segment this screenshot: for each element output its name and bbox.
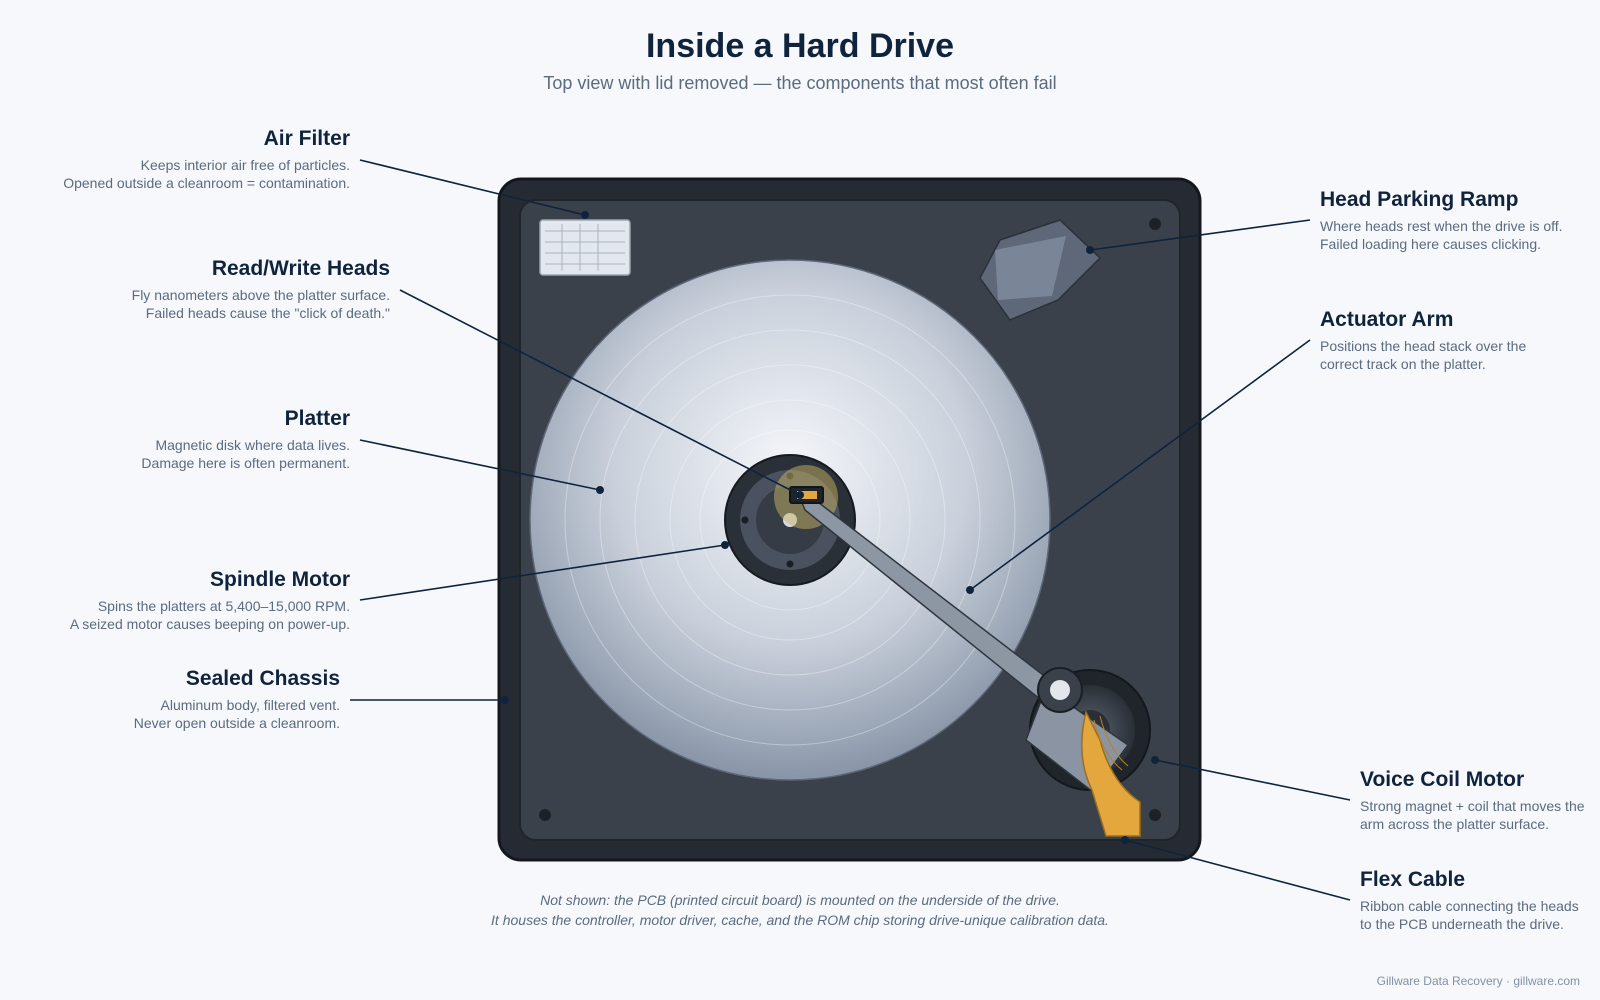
label-head-parking-ramp: Head Parking Ramp Where heads rest when … [1320,187,1600,253]
leader-dot [721,541,729,549]
read-write-head-part [790,487,823,503]
screw-icon [1149,218,1161,230]
component-description: Aluminum body, filtered vent. Never open… [0,696,340,732]
component-description: Magnetic disk where data lives. Damage h… [0,436,350,472]
component-description: Where heads rest when the drive is off. … [1320,217,1600,253]
label-actuator-arm: Actuator Arm Positions the head stack ov… [1320,307,1600,373]
screw-icon [539,809,551,821]
component-name: Head Parking Ramp [1320,187,1600,213]
footnote-line-2: It houses the controller, motor driver, … [0,912,1600,928]
leader-dot [966,586,974,594]
component-description: Fly nanometers above the platter surface… [30,286,390,322]
label-sealed-chassis: Sealed Chassis Aluminum body, filtered v… [0,666,340,732]
credit-text: Gillware Data Recovery · gillware.com [1377,974,1580,988]
component-description: Spins the platters at 5,400–15,000 RPM. … [0,597,350,633]
label-platter: Platter Magnetic disk where data lives. … [0,406,350,472]
label-read-write-heads: Read/Write Heads Fly nanometers above th… [30,256,390,322]
leader-dot [1121,836,1129,844]
component-name: Voice Coil Motor [1360,767,1600,793]
screw-icon [1149,809,1161,821]
component-name: Spindle Motor [0,567,350,593]
label-spindle-motor: Spindle Motor Spins the platters at 5,40… [0,567,350,633]
component-name: Air Filter [0,126,350,152]
leader-dot [501,696,509,704]
component-description: Strong magnet + coil that moves the arm … [1360,797,1600,833]
component-name: Actuator Arm [1320,307,1600,333]
component-name: Sealed Chassis [0,666,340,692]
leader-flex-cable [1125,840,1350,900]
leader-dot [1151,756,1159,764]
component-description: Keeps interior air free of particles. Op… [0,156,350,192]
component-name: Flex Cable [1360,867,1600,893]
component-name: Read/Write Heads [30,256,390,282]
component-description: Positions the head stack over the correc… [1320,337,1600,373]
component-name: Platter [0,406,350,432]
air-filter-part [540,220,630,275]
leader-dot [581,211,589,219]
leader-dot [596,486,604,494]
page-title: Inside a Hard Drive [0,27,1600,66]
leader-dot [1086,246,1094,254]
leader-dot [796,491,804,499]
label-air-filter: Air Filter Keeps interior air free of pa… [0,126,350,192]
label-voice-coil-motor: Voice Coil Motor Strong magnet + coil th… [1360,767,1600,833]
page-subtitle: Top view with lid removed — the componen… [0,73,1600,94]
footnote-line-1: Not shown: the PCB (printed circuit boar… [0,892,1600,908]
